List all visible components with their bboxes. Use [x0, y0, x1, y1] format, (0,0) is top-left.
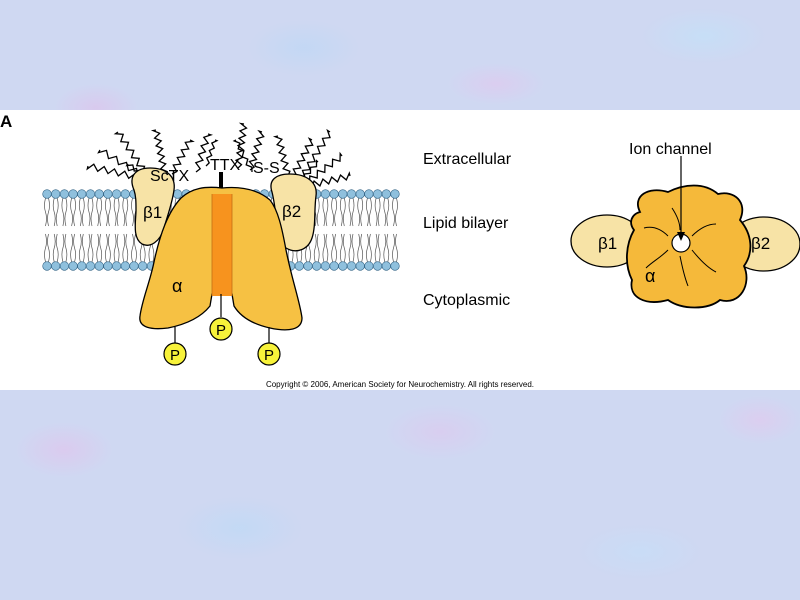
lipid-bilayer-label: Lipid bilayer: [423, 215, 509, 232]
beta1-topview-label: β1: [598, 234, 617, 253]
alpha-label: α: [172, 276, 182, 296]
ttx-binding-marker: [219, 172, 223, 188]
glycan-chain: [248, 129, 265, 171]
glycan-chain: [171, 139, 195, 175]
glycan-chain: [205, 139, 219, 167]
arrow-down-icon: [677, 232, 685, 241]
figure-panel: A β1 β2 α ScTX TTX S-S P P P Extracellul…: [0, 110, 800, 390]
phosphate-label: P: [170, 347, 180, 364]
glycosylation-chains: [86, 122, 351, 189]
ttx-label: TTX: [210, 157, 241, 174]
glycan-chain: [305, 171, 351, 189]
glycan-chain: [303, 151, 343, 185]
glycan-chain: [194, 133, 214, 173]
glycan-chain: [272, 135, 291, 177]
glycan-chain: [232, 139, 253, 173]
extracellular-label: Extracellular: [423, 151, 512, 168]
glycan-chain: [234, 122, 248, 169]
ion-channel-label: Ion channel: [629, 141, 712, 158]
channel-top-view: [570, 156, 800, 309]
disulfide-label: S-S: [253, 160, 280, 177]
beta2-label: β2: [282, 202, 301, 221]
glycan-chain: [291, 137, 314, 179]
sctx-label: ScTX: [150, 168, 189, 185]
sodium-channel-diagram: A β1 β2 α ScTX TTX S-S P P P Extracellul…: [0, 112, 800, 389]
copyright-text: Copyright © 2006, American Society for N…: [266, 380, 534, 389]
phosphate-label: P: [216, 322, 226, 339]
beta1-label: β1: [143, 203, 162, 222]
alpha-topview-label: α: [645, 266, 655, 286]
glycan-chain: [150, 129, 169, 177]
channel-pore: [212, 194, 232, 296]
panel-letter: A: [0, 112, 12, 131]
glycan-chain: [299, 128, 331, 181]
cytoplasmic-label: Cytoplasmic: [423, 292, 510, 309]
beta2-topview-label: β2: [751, 234, 770, 253]
phosphate-label: P: [264, 347, 274, 364]
phosphorylation-sites: [163, 294, 281, 366]
